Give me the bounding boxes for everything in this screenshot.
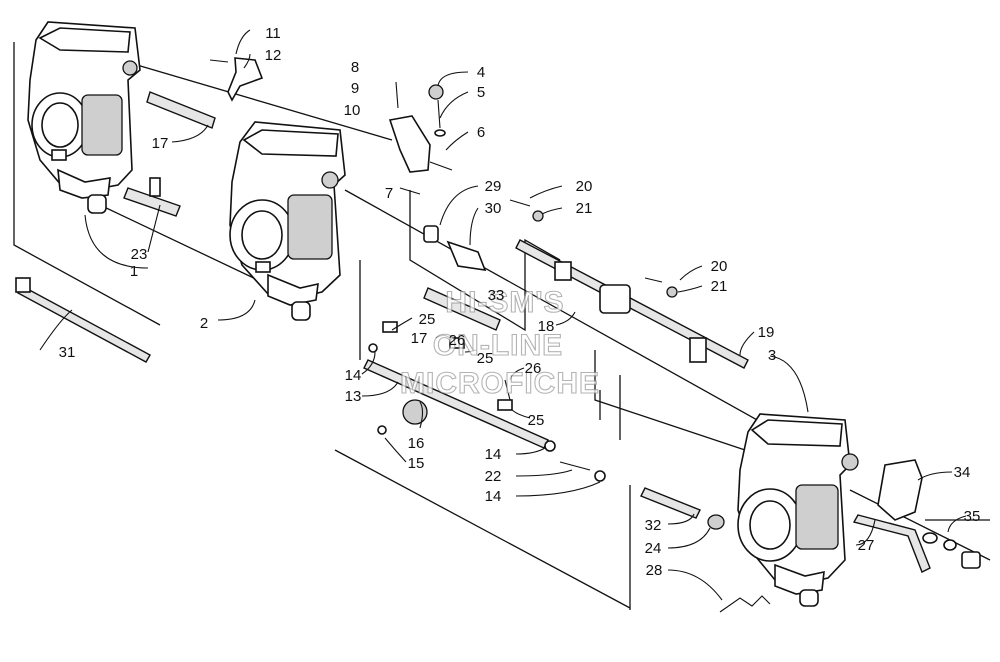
callout-8: 8 xyxy=(351,59,359,76)
watermark: HI-SM'S ON-LINE MICROFICHE xyxy=(399,285,600,400)
choke-parts-29-30 xyxy=(423,225,501,331)
callout-25-a: 25 xyxy=(419,311,436,328)
callout-1: 1 xyxy=(130,263,138,280)
callout-14-b: 14 xyxy=(485,446,502,463)
callout-11: 11 xyxy=(265,25,281,42)
callout-32: 32 xyxy=(645,517,662,534)
callout-33: 33 xyxy=(488,287,505,304)
callout-16: 16 xyxy=(408,435,425,452)
watermark-line-1: HI-SM'S xyxy=(445,286,564,319)
callout-28: 28 xyxy=(646,562,663,579)
callout-34: 34 xyxy=(954,464,971,481)
carburetor-3 xyxy=(737,413,859,607)
callout-13: 13 xyxy=(345,388,362,405)
linkage-rod-13 xyxy=(363,321,606,482)
callout-12: 12 xyxy=(265,47,282,64)
callout-2: 2 xyxy=(200,315,208,332)
fuel-tee-23 xyxy=(123,177,181,217)
bracket-11-12 xyxy=(209,57,264,102)
callout-24: 24 xyxy=(645,540,662,557)
callout-labels: 1 2 3 4 5 6 7 8 9 10 11 12 13 14 14 14 1… xyxy=(59,25,981,579)
cable-parts-27-35 xyxy=(852,459,981,573)
callout-25-c: 25 xyxy=(528,412,545,429)
callout-22: 22 xyxy=(485,468,502,485)
bolt-31 xyxy=(15,277,151,363)
callout-10: 10 xyxy=(344,102,361,119)
callout-21-a: 21 xyxy=(576,200,593,217)
callout-23: 23 xyxy=(131,246,148,263)
bracket-10 xyxy=(388,81,453,195)
callout-17-a: 17 xyxy=(152,135,169,152)
carburetor-2 xyxy=(229,121,346,321)
lower-parts-24-32 xyxy=(640,487,771,613)
callout-19: 19 xyxy=(758,324,775,341)
leader-lines xyxy=(39,29,967,601)
watermark-line-2: ON-LINE xyxy=(433,329,563,362)
callout-14-c: 14 xyxy=(485,488,502,505)
callout-9: 9 xyxy=(351,80,359,97)
callout-4: 4 xyxy=(477,64,485,81)
callout-20-a: 20 xyxy=(576,178,593,195)
callout-20-b: 20 xyxy=(711,258,728,275)
callout-27: 27 xyxy=(858,537,875,554)
callout-7: 7 xyxy=(385,185,393,202)
callout-15: 15 xyxy=(408,455,425,472)
callout-31: 31 xyxy=(59,344,76,361)
callout-14-a: 14 xyxy=(345,367,362,384)
callout-18: 18 xyxy=(538,318,555,335)
carburetor-1 xyxy=(27,21,141,214)
callout-29: 29 xyxy=(485,178,502,195)
throttle-shaft-17 xyxy=(146,91,216,129)
callout-26-b: 26 xyxy=(525,360,542,377)
callout-21-b: 21 xyxy=(711,278,728,295)
callout-26-a: 26 xyxy=(449,332,466,349)
callout-5: 5 xyxy=(477,84,485,101)
callout-17-b: 17 xyxy=(411,330,428,347)
callout-35: 35 xyxy=(964,508,981,525)
callout-30: 30 xyxy=(485,200,502,217)
callout-3: 3 xyxy=(768,347,776,364)
callout-25-b: 25 xyxy=(477,350,494,367)
callout-6: 6 xyxy=(477,124,485,141)
watermark-line-3: MICROFICHE xyxy=(400,367,600,400)
shaft-19-assembly xyxy=(509,199,749,369)
